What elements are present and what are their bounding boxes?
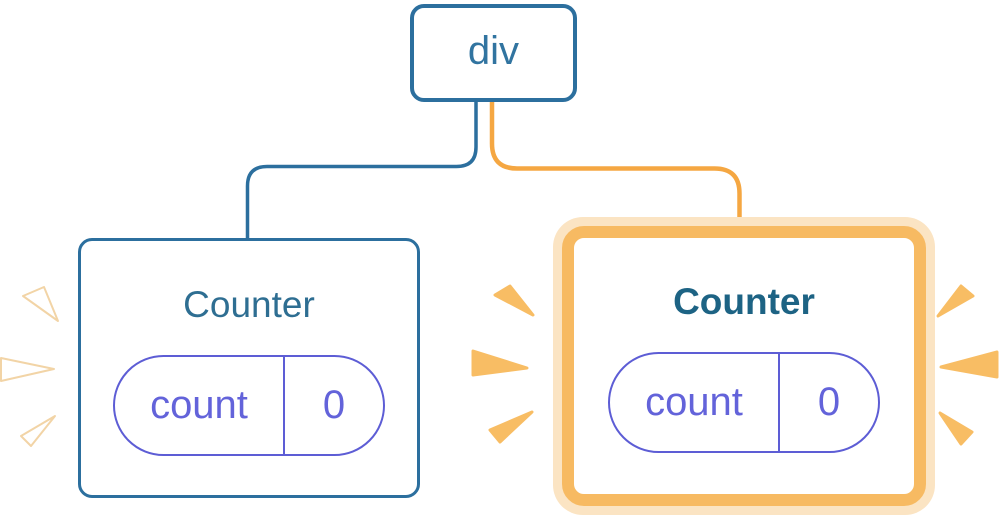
root-node-label: div	[467, 29, 520, 73]
right-card-burst-left	[471, 284, 535, 444]
spark-icon	[20, 415, 56, 447]
root-node: div	[410, 4, 577, 102]
left-state-key: count	[115, 357, 285, 454]
spark-icon	[22, 286, 59, 322]
spark-icon	[936, 284, 975, 318]
left-state-pill: count 0	[113, 355, 385, 456]
spark-icon	[939, 350, 999, 379]
right-counter-card: Counter count 0	[562, 226, 926, 506]
right-card-burst-right	[936, 284, 999, 446]
spark-icon	[493, 284, 535, 317]
right-counter-highlight-ring: Counter count 0	[553, 217, 935, 515]
spark-icon	[938, 411, 974, 446]
right-state-pill: count 0	[608, 352, 880, 453]
spark-icon	[471, 349, 529, 377]
left-card-burst	[0, 286, 59, 447]
left-counter-card: Counter count 0	[78, 238, 420, 498]
left-state-value: 0	[322, 383, 346, 427]
right-connector-line	[489, 100, 742, 236]
spark-icon	[0, 357, 55, 382]
left-counter-title: Counter	[183, 284, 315, 325]
right-state-key: count	[610, 354, 780, 451]
spark-icon	[488, 410, 534, 444]
right-counter-title: Counter	[673, 281, 815, 322]
right-state-value: 0	[817, 380, 841, 424]
left-connector-line	[245, 100, 478, 240]
